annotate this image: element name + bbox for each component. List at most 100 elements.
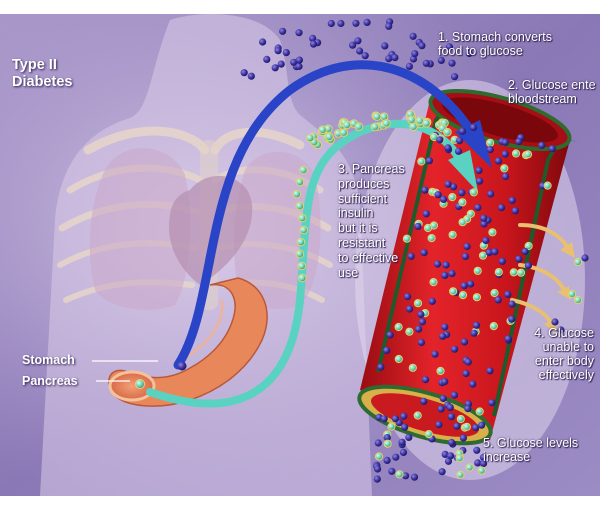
glucose-molecule — [480, 214, 488, 222]
diagram-title: Type II Diabetes — [12, 57, 73, 90]
glucose-molecule — [465, 49, 473, 58]
step-5-label: 5. Glucose levels increase — [483, 436, 578, 464]
glucose-molecule — [463, 242, 471, 251]
glucose-molecule — [467, 280, 475, 288]
glucose-molecule — [356, 47, 364, 55]
step-3-line-7: to effective — [338, 250, 399, 265]
insulin-molecule — [494, 268, 503, 277]
glucose-molecule — [444, 180, 452, 188]
glucose-molecule — [440, 195, 448, 203]
pancreas-organ — [108, 370, 156, 402]
insulin-molecule — [372, 112, 382, 121]
insulin-molecule — [477, 466, 486, 475]
insulin-molecule — [424, 430, 433, 439]
glucose-molecule — [494, 296, 502, 304]
glucose-molecule — [399, 448, 408, 456]
glucose-molecule — [407, 252, 415, 260]
glucose-molecule — [487, 190, 495, 198]
glucose-molecule — [414, 222, 422, 230]
glucose-molecule — [415, 325, 423, 333]
glucose-molecule — [392, 453, 400, 461]
step-3-line-2: produces — [338, 176, 390, 191]
insulin-molecule — [297, 213, 307, 223]
glucose-molecule — [398, 438, 406, 446]
glucose-molecule — [327, 19, 335, 28]
glucose-molecule — [515, 138, 523, 146]
glucose-molecule — [428, 297, 436, 305]
glucose-molecule — [508, 300, 516, 308]
glucose-molecule — [295, 29, 303, 37]
insulin-molecule — [427, 234, 436, 243]
glucose-molecule — [551, 318, 559, 326]
insulin-molecule — [383, 439, 392, 448]
glucose-molecule — [448, 270, 456, 278]
insulin-molecule — [296, 237, 306, 247]
step-4-line-1: 4. Glucose — [534, 326, 594, 340]
glucose-molecule — [385, 55, 393, 63]
glucose-molecule — [508, 196, 516, 204]
glucose-molecule — [437, 405, 445, 413]
glucose-flow-arrow — [173, 60, 475, 370]
glucose-molecule — [295, 62, 303, 70]
step-3-line-8: use — [338, 265, 359, 280]
glucose-molecule — [486, 367, 494, 375]
step-3-line-4: insulin — [338, 206, 374, 221]
glucose-molecule — [377, 363, 385, 371]
glucose-molecule — [309, 40, 318, 48]
step-4-line-3: enter body — [534, 354, 594, 368]
insulin-molecule — [567, 289, 577, 299]
glucose-molecule — [402, 472, 410, 480]
glucose-molecule — [441, 323, 449, 331]
glucose-molecule — [486, 146, 494, 154]
glucose-molecule — [381, 42, 389, 50]
insulin-molecule — [409, 122, 418, 131]
step-4-line-4: effectively — [538, 368, 594, 382]
glucose-molecule — [491, 248, 499, 256]
insulin-molecule — [292, 189, 302, 199]
glucose-molecule — [475, 166, 483, 174]
glucose-molecule — [581, 254, 589, 262]
insulin-molecule — [448, 230, 457, 239]
glucose-molecule — [472, 321, 481, 329]
step-4-line-2: unable to — [542, 340, 594, 354]
step-2-label: 2. Glucose ente bloodstream — [508, 78, 596, 106]
glucose-molecule — [417, 310, 425, 318]
glucose-molecule — [438, 468, 446, 476]
glucose-molecule — [279, 27, 287, 35]
insulin-molecule — [469, 188, 478, 197]
glucose-molecule — [391, 415, 399, 423]
glucose-molecule — [431, 350, 439, 358]
glucose-molecule — [474, 459, 482, 467]
insulin-molecule — [135, 379, 145, 389]
insulin-molecule — [299, 165, 308, 175]
glucose-molecule — [521, 247, 529, 256]
glucose-molecule — [538, 141, 546, 149]
glucose-molecule — [374, 465, 382, 473]
insulin-molecule — [511, 149, 521, 158]
insulin-molecule — [488, 228, 497, 237]
insulin-molecule — [370, 122, 380, 132]
glucose-molecule — [446, 403, 454, 411]
glucose-molecule — [277, 60, 285, 68]
glucose-molecule — [441, 378, 449, 386]
glucose-molecule — [464, 358, 472, 366]
insulin-molecule — [354, 122, 364, 131]
glucose-molecule — [458, 189, 466, 197]
insulin-flow-arrow — [146, 119, 464, 408]
glucose-molecule — [386, 331, 394, 339]
step-3-line-5: but it is — [338, 221, 378, 236]
insulin-molecule — [407, 115, 416, 125]
insulin-molecule — [417, 157, 426, 166]
glucose-molecule — [460, 282, 468, 290]
insulin-molecule — [478, 251, 488, 260]
glucose-molecule — [337, 19, 345, 28]
step-3-line-3: sufficient — [338, 191, 388, 206]
insulin-molecule — [413, 299, 423, 308]
step-2-line-2: bloodstream — [508, 92, 577, 106]
insulin-molecule — [462, 422, 471, 431]
glucose-molecule — [461, 252, 470, 261]
insulin-molecule — [436, 366, 445, 376]
glucose-molecule — [515, 255, 523, 263]
glucose-molecule — [295, 56, 303, 64]
glucose-molecule — [271, 64, 279, 72]
